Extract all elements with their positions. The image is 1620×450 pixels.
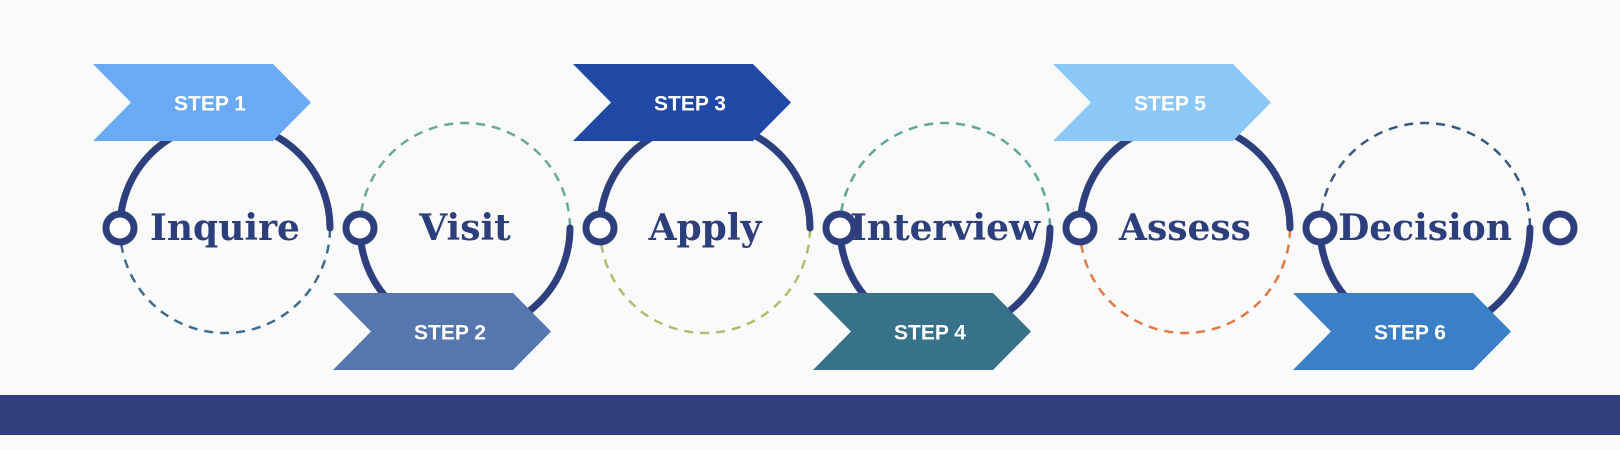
step-banner: [93, 64, 311, 141]
stage-name: Apply: [648, 207, 763, 249]
dashed-arc: [838, 121, 1052, 229]
step-banner: [1053, 64, 1271, 141]
dashed-arc: [1318, 121, 1532, 229]
step-label: STEP 1: [174, 93, 246, 116]
connector-node: [342, 210, 378, 246]
connector-node: [1302, 210, 1338, 246]
footer-bar: [0, 395, 1620, 435]
connector-node: [822, 210, 858, 246]
dashed-arc: [1078, 227, 1292, 335]
step-label: STEP 2: [414, 322, 486, 345]
step-banner: [813, 293, 1031, 370]
step-label: STEP 6: [1374, 322, 1446, 345]
connector-node: [1542, 210, 1578, 246]
stage-name: Decision: [1338, 207, 1512, 249]
step-banner: [573, 64, 791, 141]
stage-labels: Inquire Visit Apply Interview Assess Decision: [150, 207, 1512, 249]
connector-node: [102, 210, 138, 246]
step-banners: STEP 1 STEP 2 STEP 3 STEP 4 STEP 5 STEP 6: [93, 64, 1511, 370]
stage-name: Assess: [1118, 207, 1251, 249]
step-banner: [1293, 293, 1511, 370]
connector-node: [582, 210, 618, 246]
dashed-arc: [358, 121, 572, 229]
connector-nodes: [102, 210, 1578, 246]
step-label: STEP 3: [654, 93, 726, 116]
dashed-arcs: [118, 121, 1532, 335]
step-banner: [333, 293, 551, 370]
step-label: STEP 4: [894, 322, 966, 345]
connector-node: [1062, 210, 1098, 246]
stage-name: Visit: [418, 207, 511, 249]
stage-name: Inquire: [150, 207, 300, 249]
dashed-arc: [598, 227, 812, 335]
dashed-arc: [118, 227, 332, 335]
stage-name: Interview: [850, 207, 1041, 249]
step-label: STEP 5: [1134, 93, 1206, 116]
